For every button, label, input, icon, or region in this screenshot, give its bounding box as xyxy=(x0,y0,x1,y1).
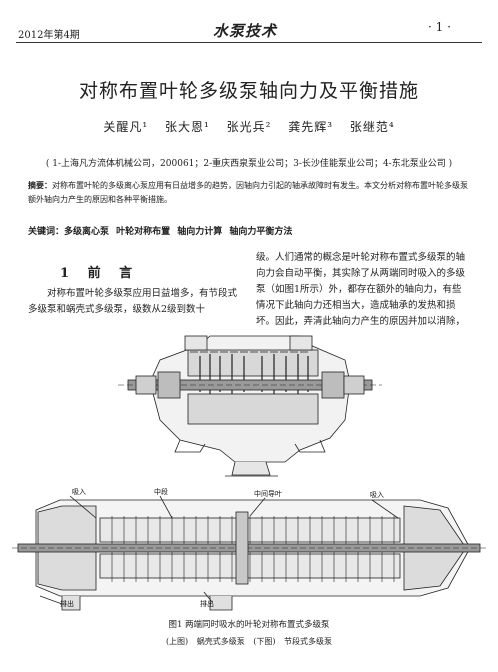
figure-subcaption: (上图) 蜗壳式多级泵 (下图) 节段式多级泵 xyxy=(165,637,333,646)
section-heading: 1 前 言 xyxy=(60,266,133,281)
label-discharge-left: 排出 xyxy=(60,599,74,608)
abstract-text: 对称布置叶轮的多级离心泵应用有日益增多的趋势，因轴向力引起的轴承故障时有发生。本… xyxy=(28,181,468,204)
keywords-label: 关键词： xyxy=(28,227,65,237)
label-discharge-mid: 排出 xyxy=(200,599,214,608)
paper-title: 对称布置叶轮多级泵轴向力及平衡措施 xyxy=(78,80,419,102)
volute-pump-drawing xyxy=(118,335,382,477)
label-suction-right: 吸入 xyxy=(370,491,384,499)
journal-name: 水泵技术 xyxy=(213,22,278,40)
body-text-left: 对称布置叶轮多级泵应用日益增多，有节段式多级泵和蜗壳式多级泵，级数从2级到数十 xyxy=(28,288,238,315)
figure-caption: 图1 两端同时吸水的叶轮对称布置式多级泵 xyxy=(168,620,330,630)
label-middle-guide-vane: 中间导叶 xyxy=(254,489,282,498)
page-number: · 1 · xyxy=(428,20,451,34)
abstract-label: 摘要： xyxy=(28,180,52,190)
label-suction-left: 吸入 xyxy=(72,488,86,496)
segmental-pump-drawing xyxy=(12,495,486,611)
author-list: 关醒凡¹ 张大恩¹ 张光兵² 龚先辉³ 张继范⁴ xyxy=(103,120,395,134)
keywords: 关键词：多级离心泵 叶轮对称布置 轴向力计算 轴向力平衡方法 xyxy=(28,224,472,237)
affiliations: ( 1-上海凡方流体机械公司，200061；2-重庆西泉泵业公司；3-长沙佳能泵… xyxy=(45,159,453,169)
label-middle-stage: 中段 xyxy=(154,487,168,496)
abstract: 摘要：对称布置叶轮的多级离心泵应用有日益增多的趋势，因轴向力引起的轴承故障时有发… xyxy=(28,178,472,207)
keywords-items: 多级离心泵 叶轮对称布置 轴向力计算 轴向力平衡方法 xyxy=(64,227,293,237)
header-rule xyxy=(16,42,482,43)
body-text-right: 级。人们通常的概念是叶轮对称布置式多级泵的轴向力会自动平衡，其实除了从两端同时吸… xyxy=(256,252,466,327)
issue-label: 2012年第4期 xyxy=(18,30,80,41)
